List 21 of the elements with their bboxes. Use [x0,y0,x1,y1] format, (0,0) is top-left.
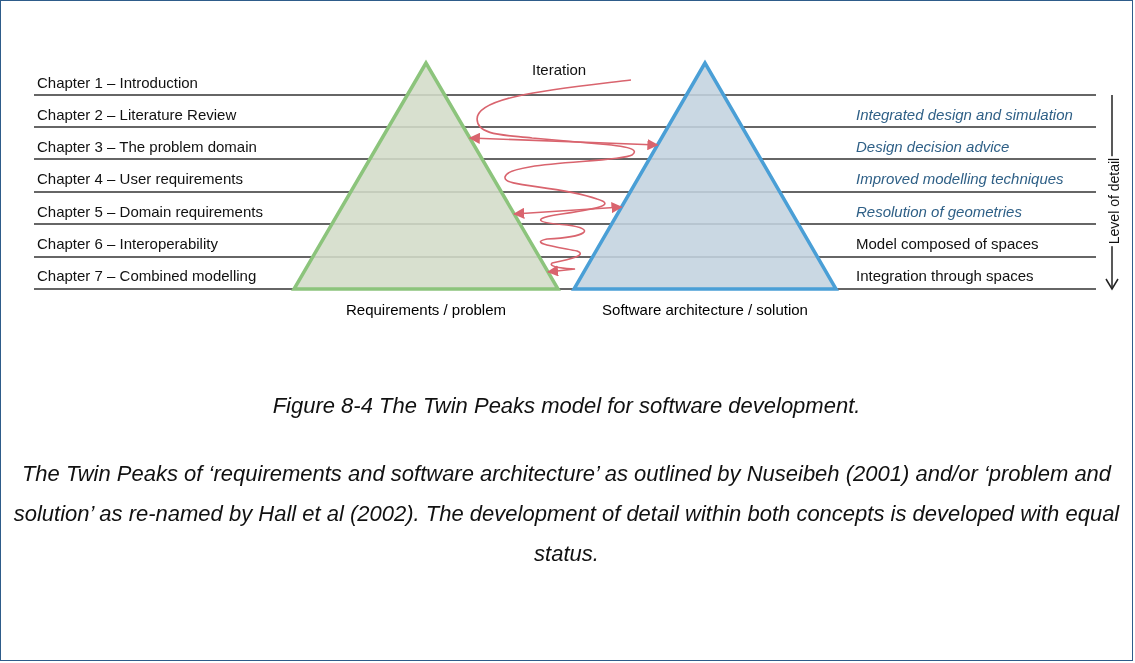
chapter-text: Chapter 3 – The problem domain [37,138,257,156]
caption-paragraph: The Twin Peaks of ‘requirements and software architecture’ as outlined by Nuseibeh (2001) and/or ‘problem and solution’ as re-named by Hall et al (2002). The development of detail within both concepts is developed with equal status. [12,460,1121,568]
detail-text: Design decision advice [856,138,1010,156]
arrow [468,132,659,151]
chapter-text: Chapter 7 – Combined modelling [37,267,257,285]
edge-label: Iteration [532,61,587,79]
chapter-text: Chapter 1 – Introduction [37,74,198,92]
triangle-label: Software architecture / solution [602,301,808,318]
iteration-spiral-arrow [476,79,636,277]
detail-text: Resolution of geometries [856,203,1022,221]
chapter-text: Chapter 5 – Domain requirements [37,203,263,221]
chapter-text: Chapter 2 – Literature Review [37,106,237,124]
chapter-text: Chapter 6 – Interoperability [37,235,218,253]
figure-caption: Figure 8-4 The Twin Peaks model for software development. [271,393,862,419]
detail-text: Integrated design and simulation [856,106,1073,124]
arrow [513,202,623,219]
detail-text: Improved modelling techniques [856,170,1064,188]
detail-text: Model composed of spaces [856,235,1039,253]
chapter-text: Chapter 4 – User requirements [37,170,243,188]
detail-text: Integration through spaces [856,267,1034,285]
triangle-label: Requirements / problem [345,301,507,318]
